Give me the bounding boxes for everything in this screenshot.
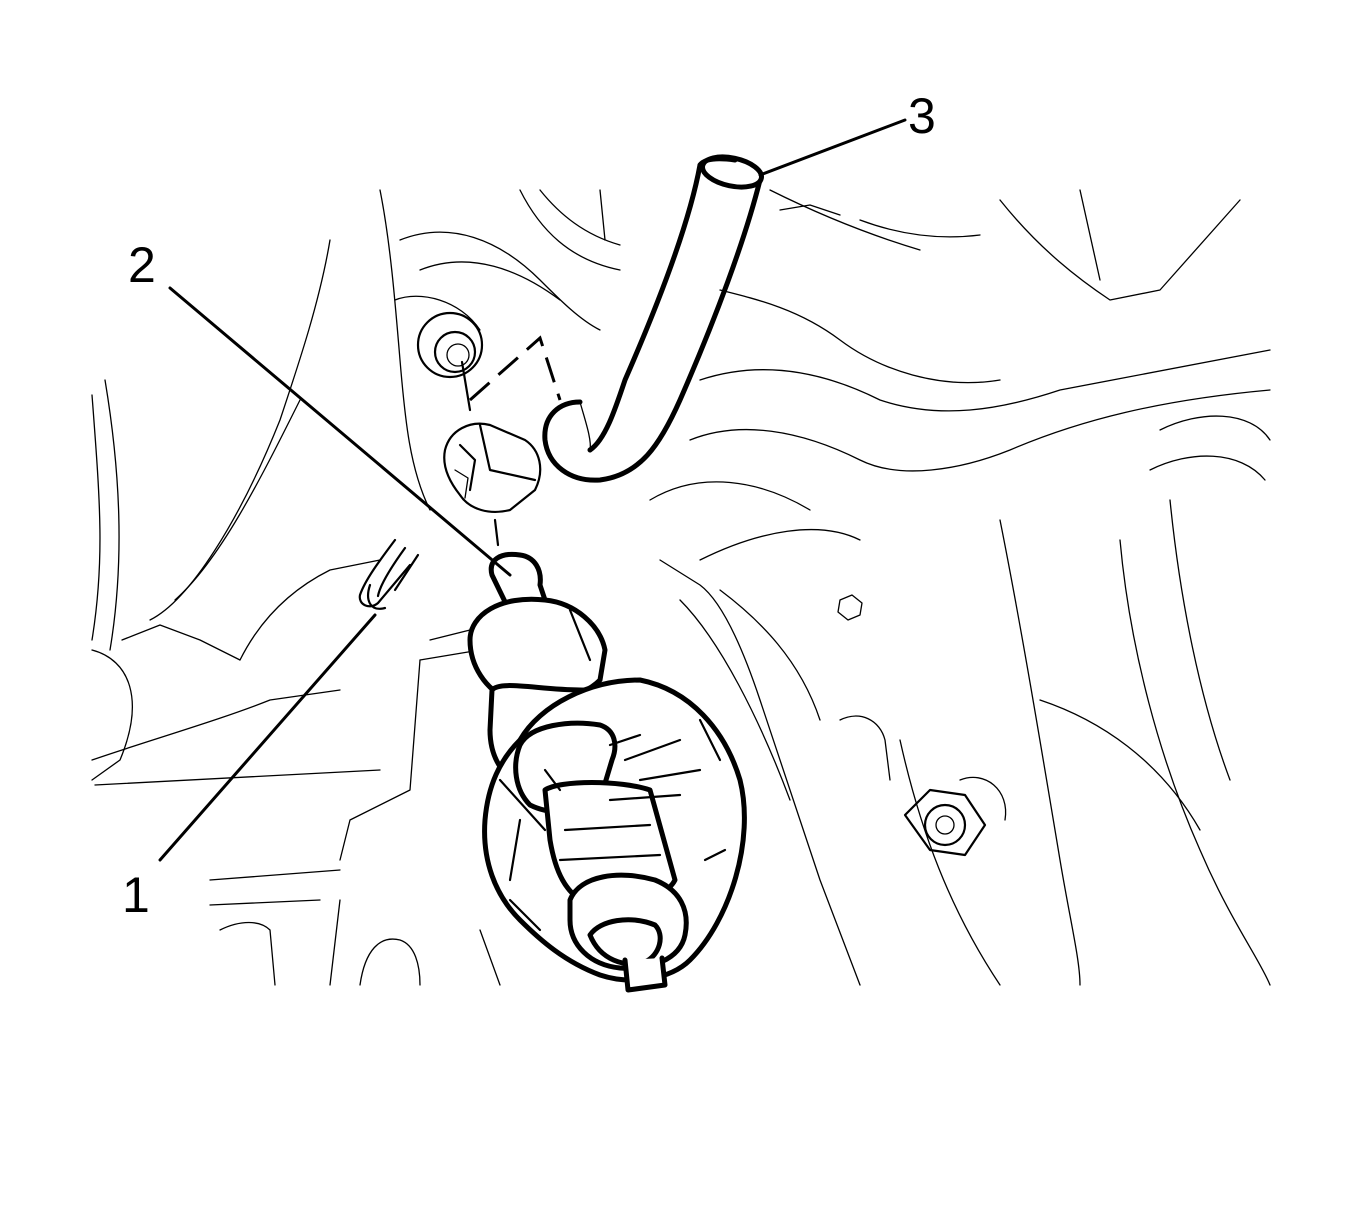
removal-direction-dashed-line xyxy=(469,335,562,402)
callout-3-leader xyxy=(758,118,907,177)
electrical-connector xyxy=(443,422,542,547)
callout-3-label: 3 xyxy=(908,88,936,144)
callout-1-label: 1 xyxy=(122,867,150,923)
vacuum-hose xyxy=(542,154,764,483)
callout-2-leader xyxy=(168,286,512,577)
sensor-assembly xyxy=(467,551,747,993)
vehicle-structure-background xyxy=(91,189,1271,986)
callout-1-leader xyxy=(158,613,377,862)
callout-2-label: 2 xyxy=(128,237,156,293)
